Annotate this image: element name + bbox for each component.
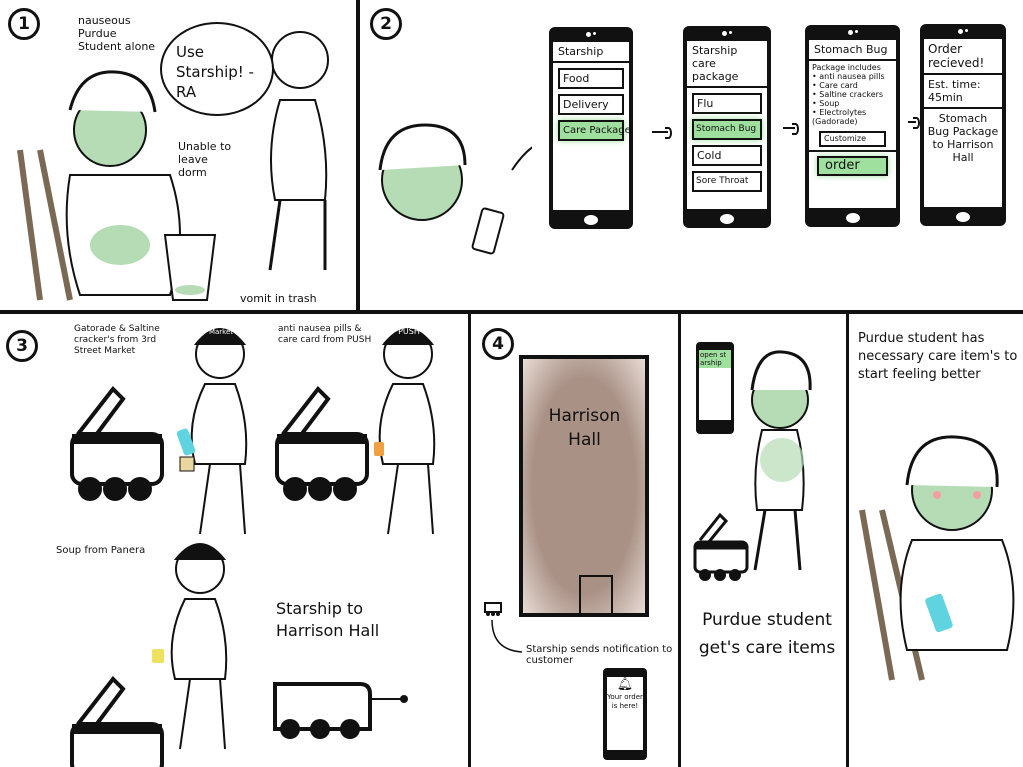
panel-number: 1 <box>8 8 40 40</box>
panel-number: 3 <box>6 330 38 362</box>
note-push: anti nausea pills & care card from PUSH <box>278 324 372 345</box>
sore-throat-button[interactable]: Sore Throat <box>692 171 762 192</box>
divider <box>356 0 360 312</box>
food-button[interactable]: Food <box>558 68 624 89</box>
hat-label-push: PUSH <box>398 327 420 336</box>
bell-icon: 🔔︎ <box>616 677 634 692</box>
phone-screen-1: Starship Food Delivery Care Package <box>549 27 633 229</box>
note-3rd-street: Gatorade & Saltine cracker's from 3rd St… <box>74 324 160 356</box>
divider <box>846 312 849 767</box>
phone-screen-3: Stomach Bug Package includes • anti naus… <box>805 25 900 227</box>
building-door <box>579 575 613 613</box>
hat-label-3rd-street: 3rd Street Market <box>203 320 239 336</box>
notification-phone: 🔔︎ Your order is here! <box>603 668 647 760</box>
divider <box>468 312 471 767</box>
phone-screen-4: Order recieved! Est. time: 45min Stomach… <box>920 24 1006 226</box>
speech-bubble: Use Starship! -RA <box>160 22 274 116</box>
robot-icon <box>484 602 523 653</box>
flu-button[interactable]: Flu <box>692 93 762 114</box>
robots-and-vendors-illustration <box>0 328 436 767</box>
harrison-hall-building: Harrison Hall <box>519 355 649 617</box>
phone-screen-2: Starship care package Flu Stomach Bug Co… <box>683 26 771 228</box>
stomach-bug-button[interactable]: Stomach Bug <box>692 119 762 140</box>
panel-number: 4 <box>482 328 514 360</box>
student-label: nauseous Purdue Student alone <box>78 14 156 53</box>
hat-label-panera: Panera <box>187 534 215 543</box>
recovering-student-illustration <box>859 435 1015 681</box>
note-panera: Soup from Panera <box>56 545 146 556</box>
dorm-label: Unable to leave dorm <box>178 140 232 179</box>
student-with-phone-illustration <box>378 123 532 255</box>
sick-student-illustration <box>17 31 329 301</box>
delivery-button[interactable]: Delivery <box>558 94 624 115</box>
cold-button[interactable]: Cold <box>692 145 762 166</box>
open-starship-phone: open starship <box>696 342 734 434</box>
trash-label: vomit in trash <box>240 292 317 305</box>
starship-caption: Starship to Harrison Hall <box>276 599 380 640</box>
student-receiving-items-illustration <box>693 350 812 581</box>
notification-note: Starship sends notification to customer <box>526 644 673 666</box>
panel-number: 2 <box>370 8 402 40</box>
divider <box>678 312 681 767</box>
divider <box>0 310 1023 314</box>
order-button[interactable]: order <box>817 156 888 176</box>
arrow-icon <box>783 123 799 135</box>
feeling-better-caption: Purdue student has necessary care item's… <box>858 331 1018 382</box>
customize-button[interactable]: Customize <box>819 131 886 147</box>
care-package-button[interactable]: Care Package <box>558 120 629 141</box>
arrow-icon <box>908 117 920 129</box>
receives-items-caption: Purdue student get's care items <box>698 610 836 658</box>
arrow-icon <box>652 127 672 139</box>
